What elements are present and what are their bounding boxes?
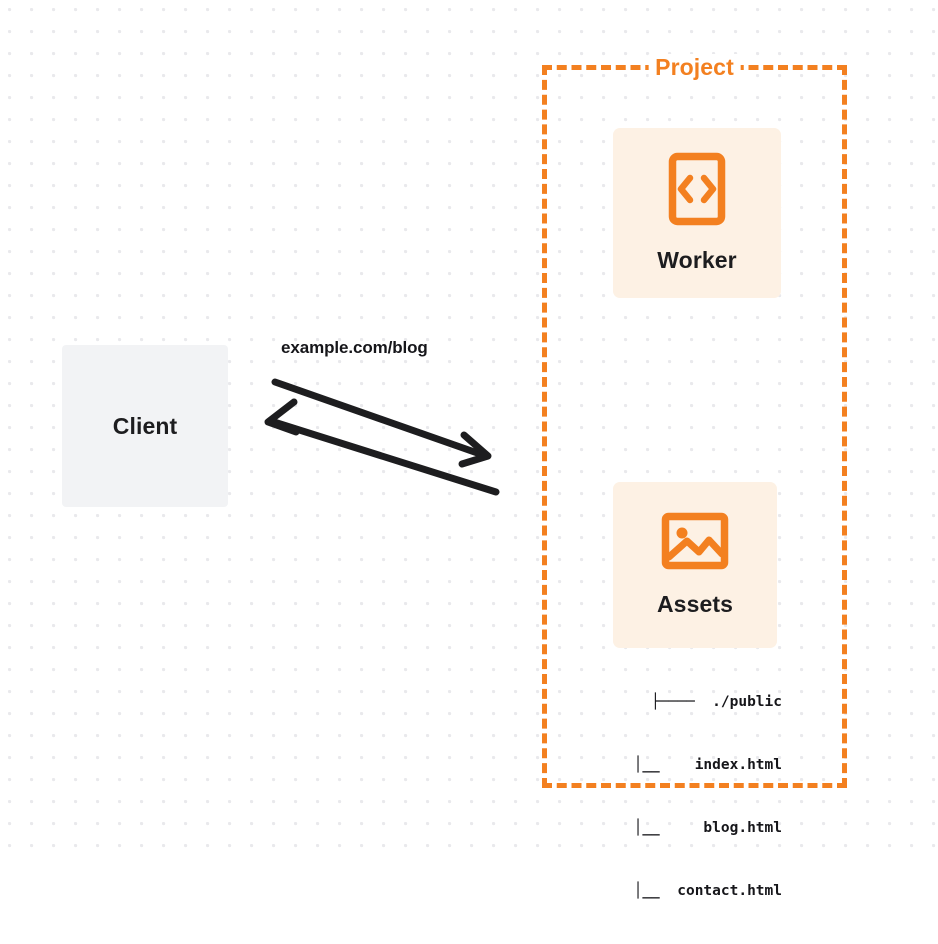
- assets-label: Assets: [656, 591, 734, 617]
- file-tree-row: │__ blog.html: [633, 820, 782, 836]
- image-icon: [661, 512, 729, 575]
- worker-node[interactable]: Worker: [613, 128, 781, 298]
- client-label: Client: [112, 412, 178, 439]
- assets-node[interactable]: Assets: [613, 482, 777, 648]
- assets-file-tree: ├──── ./public │__ index.html │__ blog.h…: [560, 650, 782, 944]
- file-tree-row: │__ index.html: [633, 757, 782, 773]
- response-arrow: [264, 398, 500, 496]
- project-title: Project: [648, 54, 741, 81]
- worker-label: Worker: [657, 247, 737, 273]
- diagram-canvas: Client example.com/blog Project Worker: [0, 0, 938, 899]
- request-url-label: example.com/blog: [281, 338, 428, 357]
- connector-arrows: [264, 378, 500, 496]
- project-container: Project: [542, 54, 847, 788]
- request-arrow: [271, 378, 492, 468]
- file-tree-row: ├──── ./public: [651, 694, 782, 710]
- code-brackets-icon: [668, 152, 726, 231]
- file-tree-row: │__ contact.html: [633, 883, 782, 899]
- client-node[interactable]: Client: [62, 345, 228, 507]
